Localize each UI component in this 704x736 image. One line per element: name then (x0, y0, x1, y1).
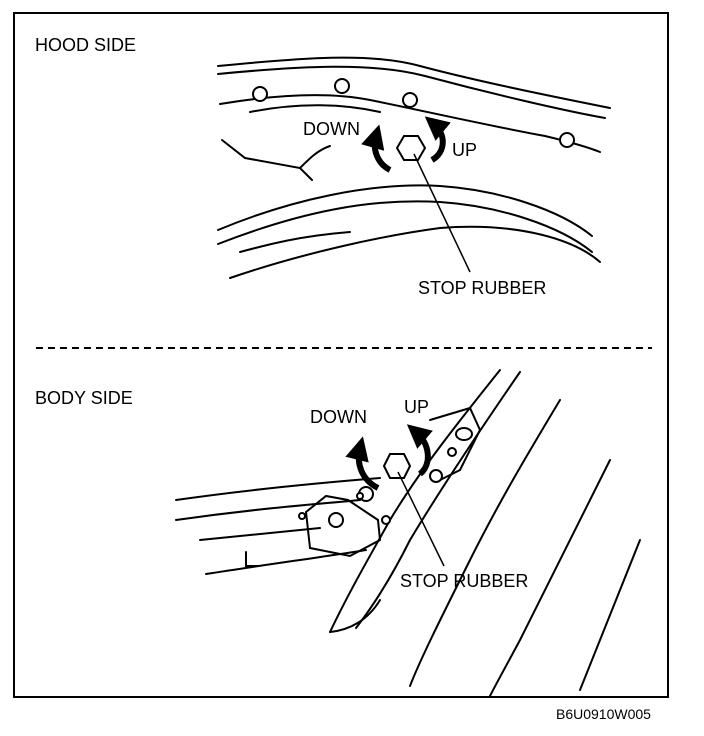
body-side-illustration (175, 369, 641, 697)
hood-side-illustration (217, 56, 611, 279)
body-up-label: UP (404, 397, 430, 417)
body-stop-rubber-label: STOP RUBBER (400, 571, 529, 591)
hood-down-arrow-icon (361, 124, 392, 173)
hood-stop-rubber-bolt (395, 135, 427, 161)
figure-frame (13, 12, 669, 698)
hood-stop-rubber-leader (413, 153, 471, 273)
hood-side-title: HOOD SIDE (35, 35, 137, 55)
body-down-arrow-icon (345, 436, 380, 491)
figure-code: B6U0910W005 (556, 706, 651, 722)
body-stop-rubber-leader (397, 471, 445, 567)
hood-up-arrow-icon (424, 116, 451, 163)
body-up-arrow-icon (406, 424, 433, 477)
body-stop-rubber-bolt (382, 453, 412, 479)
body-side-title: BODY SIDE (35, 388, 133, 408)
body-holes (298, 427, 473, 528)
hood-down-label: DOWN (303, 119, 360, 139)
hood-up-label: UP (452, 140, 478, 160)
hood-holes (252, 78, 575, 148)
body-down-label: DOWN (310, 407, 367, 427)
hood-stop-rubber-label: STOP RUBBER (418, 278, 547, 298)
